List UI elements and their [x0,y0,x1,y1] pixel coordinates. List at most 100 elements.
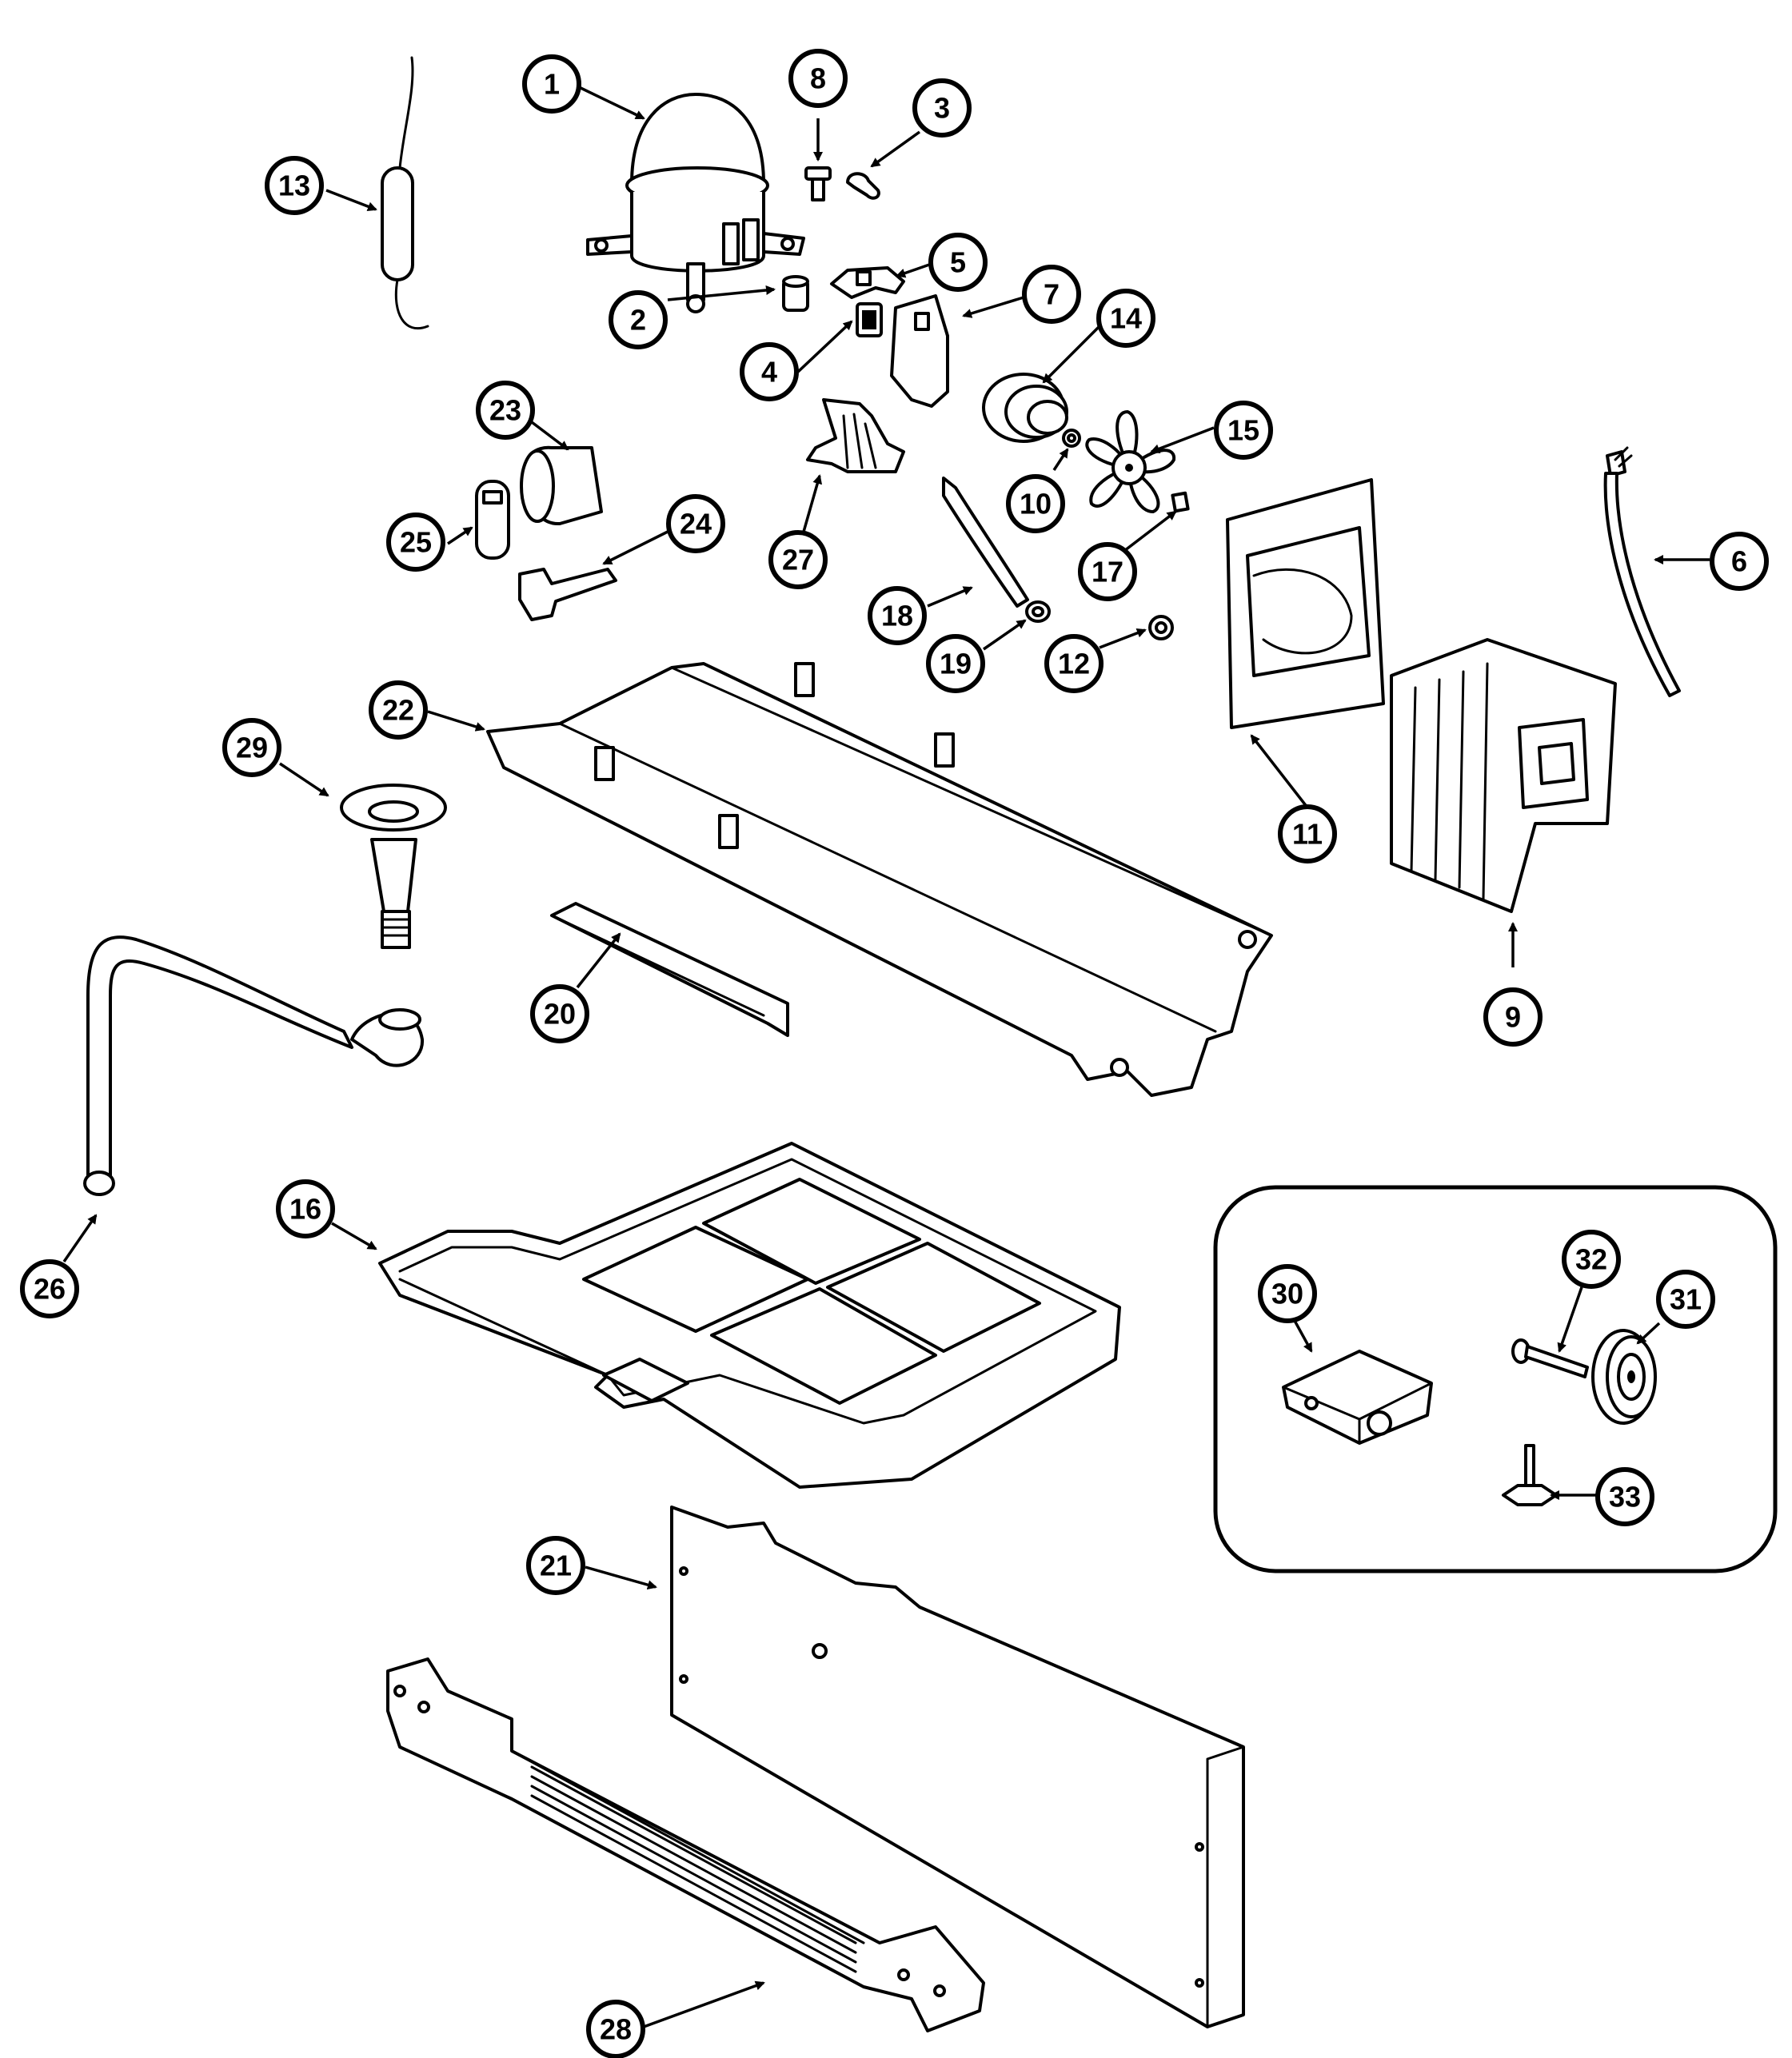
callout-29: 29 [222,718,281,777]
callout-24: 24 [666,494,725,553]
callout-25: 25 [386,513,445,572]
callout-2-label: 2 [630,304,646,337]
callout-33: 33 [1595,1467,1654,1526]
callout-21: 21 [526,1536,585,1595]
callout-12-label: 12 [1058,648,1090,680]
callout-23: 23 [476,381,535,440]
callout-8-label: 8 [810,62,826,95]
callout-15-label: 15 [1227,414,1259,447]
callout-17: 17 [1078,542,1137,601]
wire-harness-part [806,398,905,473]
roller-wheel-part [1591,1329,1657,1425]
callout-7-label: 7 [1044,278,1060,311]
callout-10: 10 [1006,474,1065,533]
channel-strip-part [550,902,789,1037]
callout-5: 5 [928,233,988,292]
leveling-leg-part [1502,1444,1558,1506]
callout-14-label: 14 [1110,302,1142,335]
callout-26-label: 26 [34,1273,66,1306]
callout-7: 7 [1022,265,1081,324]
compressor-part [586,93,805,313]
callout-13-label: 13 [278,170,310,202]
clip-part [846,172,880,200]
callout-10-label: 10 [1020,488,1052,520]
callout-26: 26 [20,1259,79,1318]
callout-27-label: 27 [782,544,814,576]
callout-12: 12 [1044,634,1104,693]
callout-6-label: 6 [1731,545,1747,578]
toe-grille-part [386,1657,985,2032]
callout-28: 28 [586,2000,645,2058]
callout-17-label: 17 [1092,556,1123,588]
callout-1: 1 [522,54,581,114]
fan-bracket-part [942,477,1029,608]
callout-20: 20 [530,984,589,1043]
power-cord-part [1603,446,1681,697]
callout-22: 22 [369,680,428,740]
callout-29-label: 29 [236,732,268,764]
callout-13: 13 [265,156,324,215]
callout-11: 11 [1278,804,1337,863]
access-panel-part [670,1506,1245,2028]
leader-lines [62,85,1710,2028]
callout-24-label: 24 [680,508,712,540]
fan-shroud-part [1226,478,1385,729]
base-channel-part [486,662,1273,1097]
callout-18-label: 18 [881,600,913,632]
callout-6: 6 [1710,532,1769,591]
callout-31: 31 [1656,1270,1715,1329]
drain-tube-part [83,935,425,1196]
callout-5-label: 5 [950,246,966,279]
drain-funnel-part [340,784,447,949]
overload-clip-part [830,266,905,299]
roller-bracket-part [1282,1350,1433,1445]
callout-28-label: 28 [600,2013,632,2046]
capacitor-cover-part [475,480,510,560]
callout-33-label: 33 [1609,1481,1641,1514]
callout-32-label: 32 [1575,1243,1607,1276]
callout-32: 32 [1562,1230,1621,1289]
callout-15: 15 [1214,401,1273,460]
callout-2: 2 [609,290,668,349]
screw-part [804,166,832,201]
capacitor-bracket-part [518,568,617,621]
callout-4-label: 4 [761,356,777,389]
callout-3: 3 [912,78,972,138]
grommet-19-part [1025,600,1051,623]
callout-30-label: 30 [1271,1278,1303,1310]
fan-motor-part [982,373,1068,443]
callout-20-label: 20 [544,998,576,1031]
callout-11-label: 11 [1292,818,1323,851]
callout-31-label: 31 [1670,1283,1702,1316]
callout-21-label: 21 [540,1549,572,1582]
axle-pin-part [1511,1338,1589,1378]
callout-18: 18 [868,586,927,645]
grommet-part [782,275,809,312]
callout-25-label: 25 [400,526,432,559]
callout-3-label: 3 [934,92,950,125]
relay-part [890,294,949,408]
callout-27: 27 [768,530,828,589]
drain-pan-part [378,1142,1121,1489]
callout-14: 14 [1096,289,1155,348]
callout-4: 4 [740,342,799,401]
callout-8: 8 [788,49,848,108]
capacitor-part [520,445,603,526]
callout-16: 16 [276,1179,335,1238]
callout-23-label: 23 [489,394,521,427]
callout-1-label: 1 [544,68,560,101]
fan-blade-part [1085,410,1176,513]
filter-drier-part [381,56,429,330]
callout-16-label: 16 [289,1193,321,1226]
callout-30: 30 [1258,1264,1317,1323]
fan-retainer-part [1171,491,1190,513]
callout-9: 9 [1483,987,1543,1047]
overload-part [856,302,883,337]
grommet-12-part [1148,615,1174,640]
callout-19-label: 19 [940,648,972,680]
callout-19: 19 [926,634,985,693]
condenser-part [1390,638,1617,913]
inset-frame [1213,1185,1778,1573]
nut-part [1062,429,1081,448]
